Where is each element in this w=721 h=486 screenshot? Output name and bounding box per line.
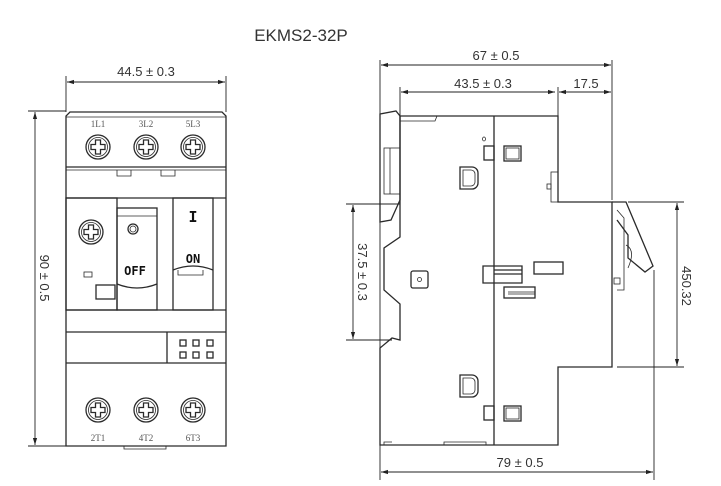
body-depth-dimension: 43.5 ± 0.3	[454, 76, 512, 91]
terminal-screw-icon	[85, 397, 111, 423]
terminal-label: 1L1	[91, 119, 106, 129]
terminal-label: 6T3	[186, 433, 201, 443]
terminal-label: 4T2	[139, 433, 154, 443]
terminal-screw-icon	[180, 134, 206, 160]
on-symbol: I	[188, 208, 197, 226]
drawing-title: EKMS2-32P	[254, 26, 348, 45]
breaker-body	[65, 111, 227, 447]
adjust-screw-icon	[78, 219, 104, 245]
terminal-screw-icon	[85, 134, 111, 160]
side-body	[379, 115, 613, 446]
overall-depth-dimension: 67 ± 0.5	[473, 48, 520, 63]
total-depth-dimension: 79 ± 0.5	[497, 455, 544, 470]
off-button[interactable]: OFF	[116, 207, 158, 311]
rail-dimension: 37.5 ± 0.3	[355, 243, 370, 301]
width-dimension: 44.5 ± 0.3	[117, 64, 175, 79]
terminal-screw-icon	[133, 397, 159, 423]
side-view: 67 ± 0.5 43.5 ± 0.3 17.5	[346, 48, 694, 480]
terminal-label: 3L2	[139, 119, 154, 129]
terminal-screw-icon	[133, 134, 159, 160]
terminal-label: 5L3	[186, 119, 201, 129]
indicator-grid	[179, 339, 214, 359]
bottom-terminals: 2T1 4T2 6T3	[85, 397, 206, 443]
on-label: ON	[186, 252, 200, 266]
front-height-dimension: 450.32	[679, 266, 694, 306]
on-button[interactable]: I ON	[172, 197, 214, 311]
handle-lever[interactable]	[612, 201, 654, 291]
terminal-screw-icon	[180, 397, 206, 423]
off-label: OFF	[124, 264, 146, 278]
front-view: 44.5 ± 0.3 90 ± 0.5 1L1 3L2 5L3	[28, 64, 227, 450]
terminal-label: 2T1	[91, 433, 106, 443]
top-terminals: 1L1 3L2 5L3	[85, 119, 206, 160]
step-dimension: 17.5	[573, 76, 598, 91]
height-dimension: 90 ± 0.5	[37, 255, 52, 302]
